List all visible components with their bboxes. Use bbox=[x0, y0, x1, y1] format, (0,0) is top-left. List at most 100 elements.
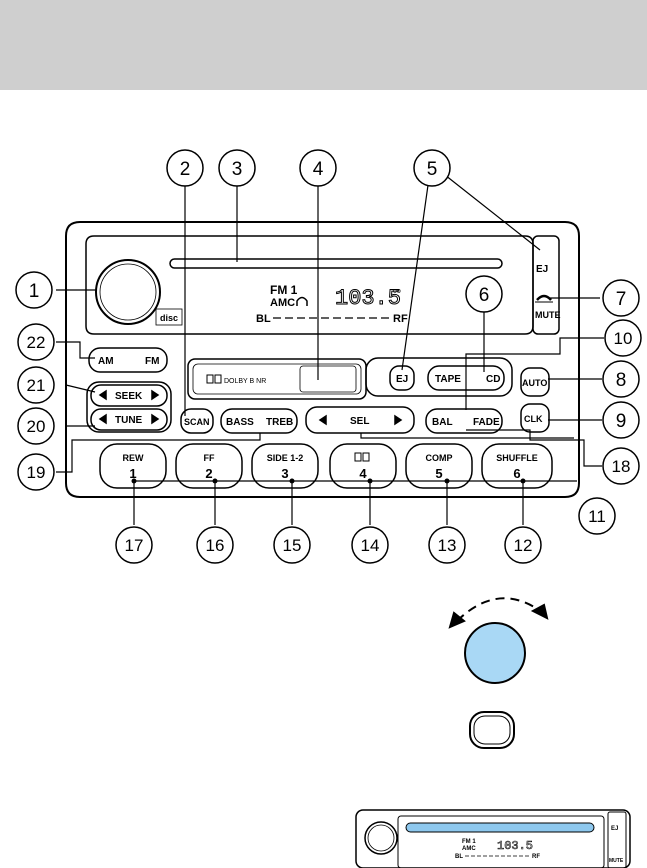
svg-text:22: 22 bbox=[27, 333, 46, 352]
svg-text:9: 9 bbox=[616, 411, 627, 432]
svg-text:17: 17 bbox=[125, 536, 144, 555]
am-label: AM bbox=[98, 356, 114, 367]
fm-label: FM bbox=[145, 356, 159, 367]
tune-left-arrow-icon bbox=[98, 413, 107, 425]
eject-tape-label: EJ bbox=[396, 374, 408, 385]
thumbnail-frequency: 103.5 bbox=[497, 839, 533, 853]
dolby-label: DOLBY B NR bbox=[224, 378, 266, 385]
leader-dots bbox=[131, 478, 526, 484]
scan-label: SCAN bbox=[184, 417, 210, 427]
rotate-arrows-icon bbox=[448, 597, 549, 629]
dolby-icon bbox=[354, 452, 370, 462]
preset-2-label: FF bbox=[204, 453, 215, 463]
preset-2-button[interactable]: FF 2 bbox=[175, 443, 243, 489]
preset-6-button[interactable]: SHUFFLE 6 bbox=[481, 443, 553, 489]
page-header-bar bbox=[0, 0, 647, 90]
treb-label: TREB bbox=[266, 417, 293, 428]
fade-label: FADE bbox=[473, 417, 500, 428]
tune-right-arrow-icon bbox=[151, 413, 160, 425]
leader-lines bbox=[56, 174, 604, 525]
preset-4-button[interactable]: 4 bbox=[329, 443, 397, 489]
rotary-knob-highlighted[interactable] bbox=[464, 622, 526, 684]
display-rf: RF bbox=[393, 313, 408, 325]
callout-20: 20 bbox=[17, 407, 55, 445]
svg-text:1: 1 bbox=[29, 281, 40, 302]
callout-9: 9 bbox=[602, 401, 640, 439]
svg-text:18: 18 bbox=[612, 457, 631, 476]
seek-right-arrow-icon bbox=[151, 389, 160, 401]
thumbnail-bl: BL bbox=[455, 854, 463, 860]
bass-label: BASS bbox=[226, 417, 254, 428]
thumbnail-eject: EJ bbox=[611, 826, 618, 832]
callout-6: 6 bbox=[465, 275, 503, 313]
preset-3-label: SIDE 1-2 bbox=[267, 453, 304, 463]
svg-text:4: 4 bbox=[313, 159, 324, 180]
callouts: 1 2 3 4 5 6 7 8 9 10 11 12 13 14 15 16 1… bbox=[15, 149, 642, 564]
lcd-display: FM 1 AMC 103.5 oo BL RF bbox=[256, 283, 408, 325]
preset-1-label: REW bbox=[123, 453, 145, 463]
seek-left-arrow-icon bbox=[98, 389, 107, 401]
display-bl: BL bbox=[256, 313, 271, 325]
cd-label: CD bbox=[486, 374, 500, 385]
svg-text:19: 19 bbox=[27, 463, 46, 482]
preset-3-button[interactable]: SIDE 1-2 3 bbox=[251, 443, 319, 489]
callout-19: 19 bbox=[17, 453, 55, 491]
thumbnail-cd-slot bbox=[405, 822, 595, 833]
svg-text:disc: disc bbox=[160, 313, 178, 323]
svg-text:15: 15 bbox=[283, 536, 302, 555]
scan-button[interactable] bbox=[180, 408, 214, 434]
stereo-indicator: oo bbox=[393, 288, 401, 295]
mute-label[interactable]: MUTE bbox=[535, 310, 561, 320]
svg-text:14: 14 bbox=[361, 536, 380, 555]
callout-22: 22 bbox=[17, 323, 55, 361]
tune-label: TUNE bbox=[115, 415, 143, 426]
callout-7: 7 bbox=[602, 279, 640, 317]
bass-treb-button[interactable] bbox=[220, 408, 298, 434]
thumbnail-mute: MUTE bbox=[609, 858, 624, 864]
volume-knob[interactable] bbox=[95, 259, 161, 325]
bal-fade-button[interactable] bbox=[425, 408, 503, 434]
tune-button[interactable] bbox=[90, 408, 168, 431]
preset-1-number: 1 bbox=[129, 466, 136, 481]
clk-label: CLK bbox=[524, 414, 543, 424]
callout-14: 14 bbox=[351, 526, 389, 564]
push-button-illustration[interactable] bbox=[469, 711, 515, 749]
preset-5-number: 5 bbox=[435, 466, 442, 481]
sel-button[interactable] bbox=[305, 406, 415, 434]
callout-1: 1 bbox=[15, 271, 53, 309]
display-amc: AMC bbox=[270, 297, 295, 309]
clk-button[interactable] bbox=[520, 403, 550, 433]
preset-4-number: 4 bbox=[359, 466, 367, 481]
callout-18: 18 bbox=[602, 447, 640, 485]
callout-11: 11 bbox=[578, 497, 616, 535]
cd-slot[interactable] bbox=[169, 258, 503, 269]
sel-label: SEL bbox=[350, 416, 369, 427]
preset-5-button[interactable]: COMP 5 bbox=[405, 443, 473, 489]
callout-8: 8 bbox=[602, 360, 640, 398]
preset-1-button[interactable]: REW 1 bbox=[99, 443, 167, 489]
cd-logo-icon: disc bbox=[155, 308, 183, 326]
svg-text:8: 8 bbox=[616, 370, 627, 391]
preset-6-label: SHUFFLE bbox=[496, 453, 538, 463]
callout-2: 2 bbox=[166, 149, 204, 187]
callout-13: 13 bbox=[428, 526, 466, 564]
seek-label: SEEK bbox=[115, 391, 143, 402]
auto-button[interactable] bbox=[520, 367, 550, 397]
callout-3: 3 bbox=[218, 149, 256, 187]
display-frequency: 103.5 bbox=[335, 286, 401, 311]
eject-cd-label[interactable]: EJ bbox=[536, 264, 548, 275]
svg-text:13: 13 bbox=[438, 536, 457, 555]
svg-text:11: 11 bbox=[588, 507, 606, 526]
svg-text:6: 6 bbox=[479, 285, 490, 306]
tape-label: TAPE bbox=[435, 374, 461, 385]
mute-icon bbox=[535, 294, 553, 303]
svg-text:21: 21 bbox=[27, 376, 46, 395]
preset-6-number: 6 bbox=[513, 466, 520, 481]
am-fm-button[interactable] bbox=[88, 347, 168, 373]
headphone-icon bbox=[296, 296, 308, 306]
auto-label: AUTO bbox=[522, 378, 547, 388]
preset-3-number: 3 bbox=[281, 466, 288, 481]
seek-button[interactable] bbox=[90, 384, 168, 407]
sel-left-arrow-icon bbox=[318, 414, 327, 426]
svg-text:20: 20 bbox=[27, 417, 46, 436]
